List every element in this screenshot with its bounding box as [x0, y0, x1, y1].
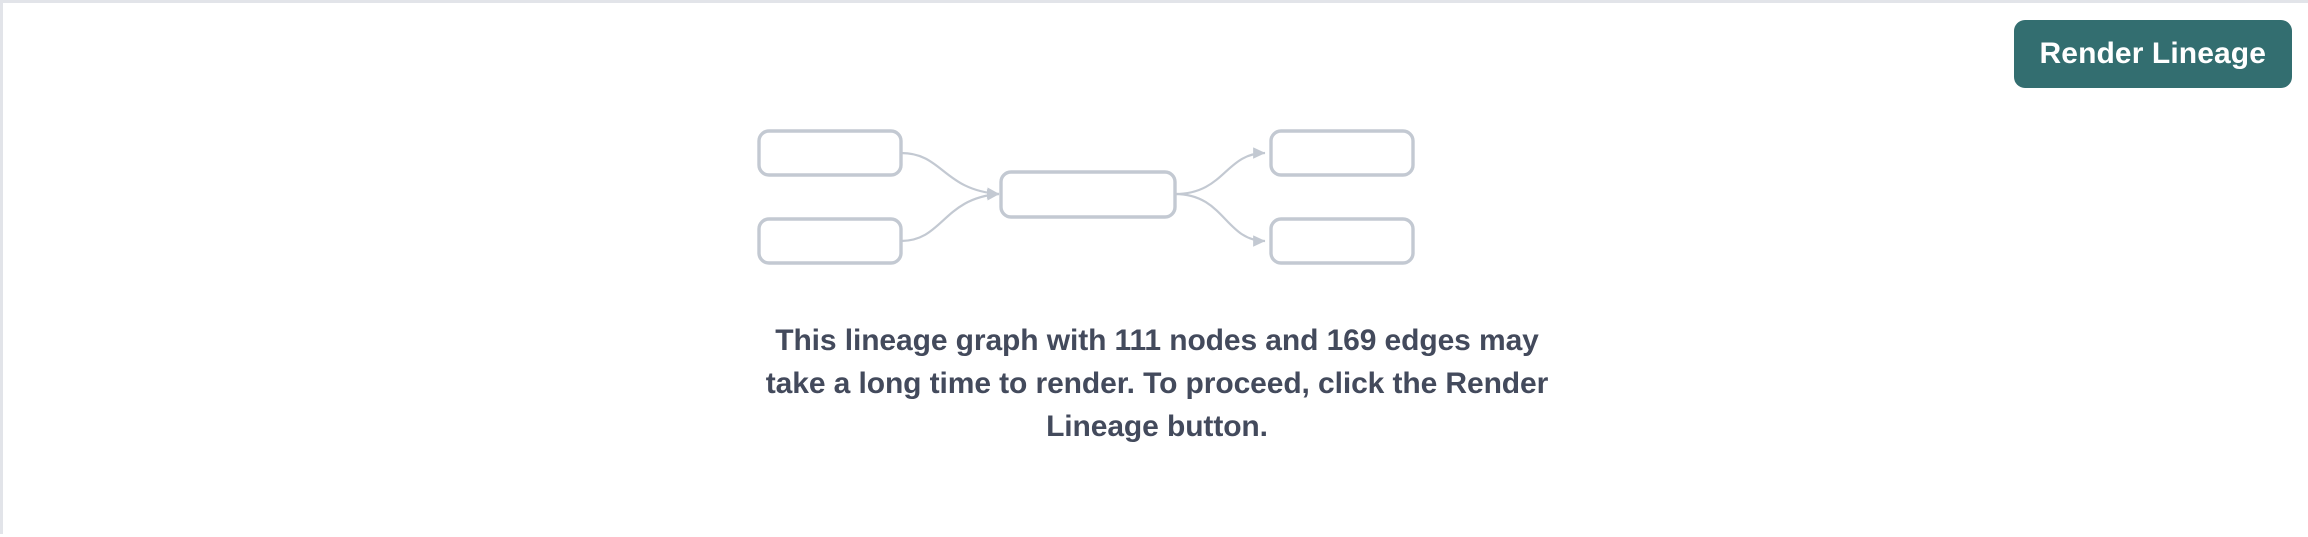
lineage-empty-state: This lineage graph with 111 nodes and 16… [3, 3, 2308, 537]
lineage-node-src-2 [757, 217, 903, 265]
lineage-placeholder-graphic [757, 129, 1415, 265]
lineage-edges [900, 147, 1266, 247]
lineage-node-src-1 [757, 129, 903, 177]
lineage-edge-mid-out1 [1174, 147, 1266, 196]
empty-state-message: This lineage graph with 111 nodes and 16… [765, 324, 1549, 443]
lineage-node-out-1 [1269, 129, 1415, 177]
render-lineage-button[interactable]: Render Lineage [2013, 20, 2292, 88]
lineage-node-out-2 [1269, 217, 1415, 265]
lineage-node-mid-1 [999, 170, 1177, 219]
lineage-nodes [757, 129, 1415, 265]
lineage-edge-mid-out2 [1174, 192, 1266, 247]
lineage-edge-src2-mid [900, 189, 1000, 243]
panel-toolbar: Render Lineage [2013, 20, 2292, 88]
lineage-edge-src1-mid [900, 151, 1000, 199]
